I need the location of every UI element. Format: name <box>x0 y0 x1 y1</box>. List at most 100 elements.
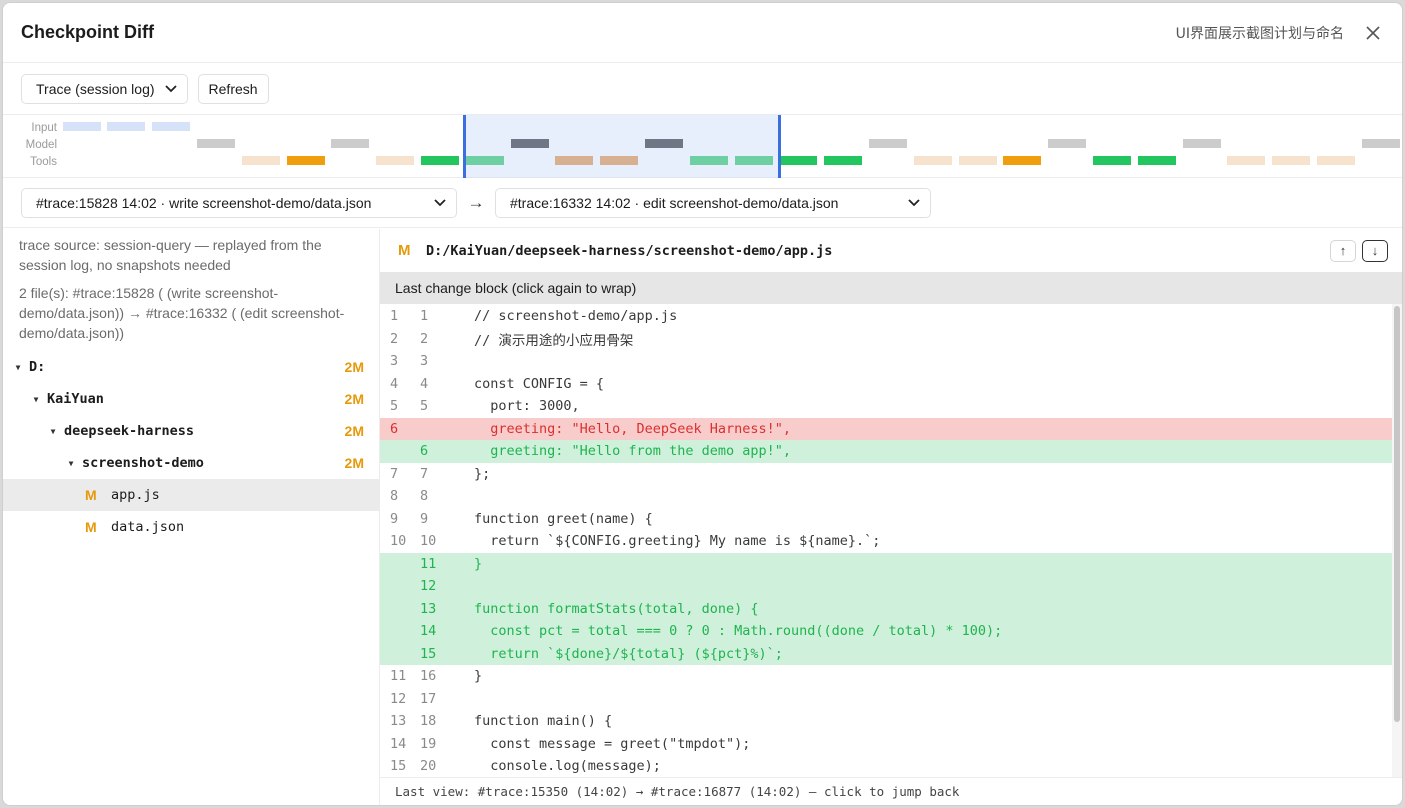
tree-folder-screenshot-demo[interactable]: ▼ screenshot-demo 2M <box>3 447 379 479</box>
old-line-number: 1 <box>390 308 399 325</box>
tree-folder-d[interactable]: ▼ D: 2M <box>3 351 379 383</box>
from-checkpoint-select[interactable]: #trace:15828 14:02 · write screenshot-de… <box>21 187 457 218</box>
timeline-tool-event[interactable] <box>1227 156 1265 165</box>
timeline-input-event[interactable] <box>63 122 101 131</box>
tree-folder-kaiyuan[interactable]: ▼ KaiYuan 2M <box>3 383 379 415</box>
line-source: }; <box>474 465 491 482</box>
new-line-number: 9 <box>420 510 429 527</box>
old-line-number: 10 <box>390 533 407 550</box>
line-source: console.log(message); <box>474 758 661 775</box>
line-source: function formatStats(total, done) { <box>474 600 759 617</box>
old-line-number: 9 <box>390 510 399 527</box>
tree-folder-label: deepseek-harness <box>64 423 195 439</box>
old-line-number: 8 <box>390 488 399 505</box>
change-count-badge: 2M <box>344 391 364 407</box>
refresh-button[interactable]: Refresh <box>197 73 269 104</box>
title-right: UI界面展示截图计划与命名 <box>1176 22 1384 44</box>
tree-folder-label: D: <box>29 359 46 375</box>
timeline-tool-event[interactable] <box>555 156 593 165</box>
diff-line-added: 11} <box>380 552 1392 575</box>
line-source: const pct = total === 0 ? 0 : Math.round… <box>474 623 1003 640</box>
caret-down-icon: ▼ <box>33 394 39 404</box>
timeline-model-event[interactable] <box>1362 139 1400 148</box>
timeline-selection-range[interactable] <box>463 115 781 178</box>
new-line-number: 15 <box>420 645 437 662</box>
timeline-input-event[interactable] <box>152 122 190 131</box>
new-line-number: 19 <box>420 735 437 752</box>
diff-file-path: D:/KaiYuan/deepseek-harness/screenshot-d… <box>426 242 833 259</box>
change-count-badge: 2M <box>344 359 364 375</box>
line-source: } <box>474 555 483 572</box>
tree-file-data-json[interactable]: M data.json <box>3 511 379 543</box>
next-change-button[interactable]: ↓ <box>1362 239 1388 262</box>
new-line-number: 3 <box>420 353 429 370</box>
old-line-number: 2 <box>390 330 399 347</box>
timeline-input-event[interactable] <box>107 122 145 131</box>
close-icon <box>1366 25 1380 40</box>
range-arrow: → <box>467 192 485 212</box>
timeline-tool-event[interactable] <box>242 156 280 165</box>
timeline-tool-event[interactable] <box>287 156 325 165</box>
timeline-tool-event[interactable] <box>376 156 414 165</box>
timeline-tool-event[interactable] <box>1138 156 1176 165</box>
line-source: greeting: "Hello from the demo app!", <box>474 443 791 460</box>
new-line-number: 14 <box>420 623 437 640</box>
timeline-model-event[interactable] <box>1183 139 1221 148</box>
timeline-tool-event[interactable] <box>824 156 862 165</box>
tree-file-app-js[interactable]: M app.js <box>3 479 379 511</box>
timeline-model-event[interactable] <box>197 139 235 148</box>
timeline-tool-event[interactable] <box>735 156 773 165</box>
from-checkpoint-value: #trace:15828 14:02 · write screenshot-de… <box>36 194 372 211</box>
diff-panel: M D:/KaiYuan/deepseek-harness/screenshot… <box>380 229 1402 805</box>
new-line-number: 10 <box>420 533 437 550</box>
close-button[interactable] <box>1362 22 1384 44</box>
timeline-model-event[interactable] <box>511 139 549 148</box>
new-line-number: 2 <box>420 330 429 347</box>
diff-scrollbar[interactable] <box>1392 304 1402 777</box>
scrollbar-thumb[interactable] <box>1394 306 1400 722</box>
timeline-tool-event[interactable] <box>466 156 504 165</box>
chevron-down-icon <box>164 84 177 92</box>
timeline-tool-event[interactable] <box>914 156 952 165</box>
new-line-number: 5 <box>420 398 429 415</box>
timeline-model-event[interactable] <box>331 139 369 148</box>
to-checkpoint-value: #trace:16332 14:02 · edit screenshot-dem… <box>510 194 839 211</box>
last-view-link[interactable]: Last view: #trace:15350 (14:02) → #trace… <box>380 777 1402 805</box>
file-sidebar: trace source: session-query — replayed f… <box>3 229 380 805</box>
timeline-tool-event[interactable] <box>779 156 817 165</box>
timeline-tool-event[interactable] <box>1093 156 1131 165</box>
timeline-tool-event[interactable] <box>1003 156 1041 165</box>
tree-folder-deepseek-harness[interactable]: ▼ deepseek-harness 2M <box>3 415 379 447</box>
to-checkpoint-select[interactable]: #trace:16332 14:02 · edit screenshot-dem… <box>495 187 931 218</box>
timeline-tool-event[interactable] <box>600 156 638 165</box>
change-block-banner[interactable]: Last change block (click again to wrap) <box>380 272 1402 304</box>
line-source: } <box>474 668 483 685</box>
new-line-number: 7 <box>420 465 429 482</box>
source-select[interactable]: Trace (session log) <box>21 73 188 104</box>
timeline-model-event[interactable] <box>869 139 907 148</box>
line-source: function greet(name) { <box>474 510 653 527</box>
previous-change-button[interactable]: ↑ <box>1330 239 1356 262</box>
timeline-tool-event[interactable] <box>421 156 459 165</box>
old-line-number: 7 <box>390 465 399 482</box>
timeline-tool-event[interactable] <box>959 156 997 165</box>
timeline-tool-event[interactable] <box>1317 156 1355 165</box>
timeline-model-event[interactable] <box>1048 139 1086 148</box>
diff-line-added: 15 return `${done}/${total} (${pct}%)`; <box>380 642 1392 665</box>
trace-timeline[interactable]: Input Model Tools <box>3 115 1402 178</box>
timeline-model-event[interactable] <box>645 139 683 148</box>
tree-file-label: data.json <box>111 519 185 535</box>
line-source: return `${done}/${total} (${pct}%)`; <box>474 645 783 662</box>
window-subtitle: UI界面展示截图计划与命名 <box>1175 25 1344 42</box>
timeline-tool-event[interactable] <box>1272 156 1310 165</box>
timeline-tool-event[interactable] <box>690 156 728 165</box>
chevron-down-icon <box>908 198 920 206</box>
tree-folder-label: KaiYuan <box>47 391 104 407</box>
